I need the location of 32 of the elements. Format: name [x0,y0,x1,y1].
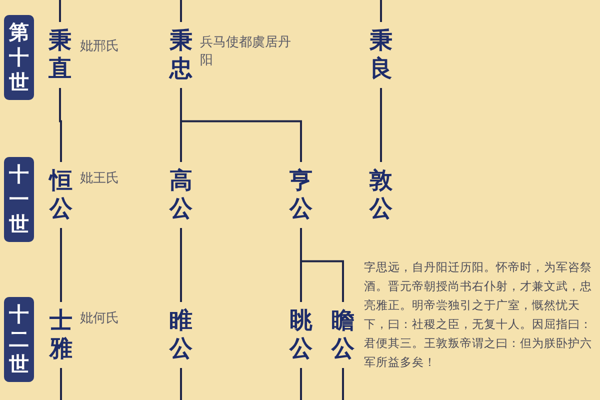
biography-note: 字思远，自丹阳迁历阳。怀帝时，为军咨祭酒。晋元帝朝授尚书右仆射，才兼文武，忠亮雅正。明帝尝独引之于广室，慨然忧天下，曰：社稷之臣，无复十人。因屈指曰：君便其三。王敦叛帝谓之曰：但为朕卧护六军所益多矣！ [364,259,593,371]
lineage-line [180,228,182,302]
person-name: 恒公 [48,162,74,228]
person-name: 高公 [168,162,194,228]
lineage-line [380,88,382,162]
lineage-line [300,368,302,400]
note-text: 妣邢氏 [80,38,120,56]
person-name: 秉良 [368,22,394,88]
person-name: 秉直 [47,22,73,88]
person-name: 敦公 [368,162,394,228]
lineage-line [380,0,382,22]
generation-badge: 第十世 [4,15,34,100]
generation-badge: 十二世 [4,297,34,382]
lineage-line [342,368,344,400]
note-text: 妣何氏 [80,310,120,328]
person-name: 秉忠 [168,22,194,88]
lineage-line [60,228,62,302]
person-name: 眺公 [288,302,314,368]
person-name: 士雅 [48,302,74,368]
lineage-line [180,0,182,22]
lineage-line [180,368,182,400]
lineage-line [60,368,62,400]
person-name: 睢公 [168,302,194,368]
person-name: 瞻公 [330,302,356,368]
note-text: 妣王氏 [80,170,120,188]
note-text: 兵马使都虞居丹阳 [200,34,292,70]
generation-badge: 十一世 [4,157,34,242]
lineage-line [300,228,344,302]
lineage-line [59,0,61,22]
lineage-line [180,88,302,162]
person-name: 亨公 [288,162,314,228]
lineage-line [59,88,62,162]
